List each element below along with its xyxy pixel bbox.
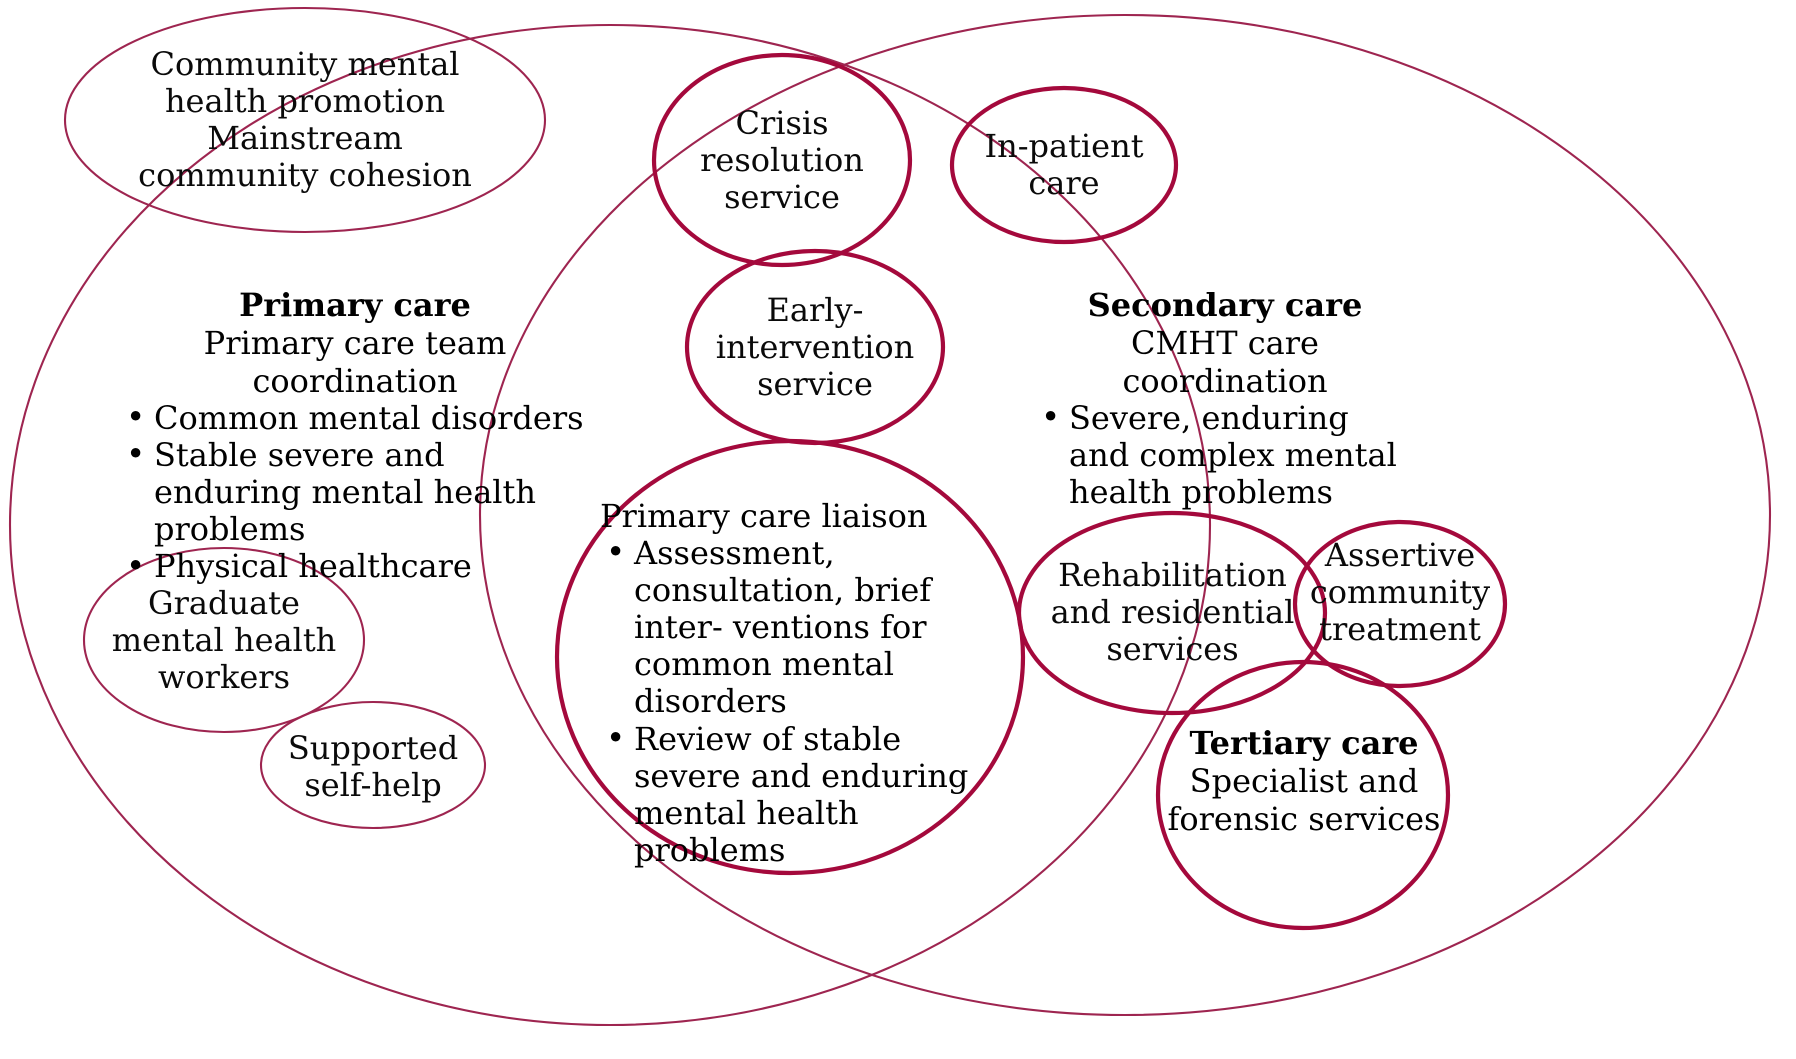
secondary-care-heading: Secondary care [1087, 286, 1363, 324]
secondary-care-bullet-list: Severe, enduring and complex mental heal… [1035, 399, 1415, 511]
tertiary-care-body: Specialist and forensic services [1167, 762, 1441, 838]
crisis-resolution-label: Crisis resolution service [700, 104, 864, 217]
assertive-community-ellipse [1292, 519, 1508, 689]
list-item: Common mental disorders [120, 399, 590, 437]
list-item: Review of stable severe and enduring men… [600, 720, 1015, 869]
primary-care-liaison-block: Primary care liaison Assessment, consult… [600, 497, 1015, 869]
graduate-workers-label: Graduate mental health workers [111, 584, 337, 697]
primary-care-liaison-heading: Primary care liaison [600, 497, 928, 535]
community-promotion-label: Community mental health promotion Mainst… [138, 45, 472, 195]
tertiary-care-ellipse [1155, 659, 1451, 931]
secondary-care-block: Secondary care CMHT care coordination Se… [1035, 286, 1415, 511]
primary-care-boundary-ellipse [8, 23, 1212, 1027]
list-item: Stable severe and enduring mental health… [120, 436, 590, 548]
primary-care-subheading: Primary care team coordination [203, 324, 507, 400]
tertiary-care-heading: Tertiary care [1189, 724, 1419, 762]
primary-care-liaison-bullet-list: Assessment, consultation, brief inter- v… [600, 534, 1015, 869]
list-item: Physical healthcare [120, 548, 590, 586]
tertiary-care-block: Tertiary care Specialist and forensic se… [1165, 724, 1443, 838]
inpatient-care-ellipse [949, 85, 1179, 245]
crisis-resolution-ellipse [651, 52, 913, 268]
assertive-community-label: Assertive community treatment [1309, 536, 1491, 649]
primary-care-bullet-list: Common mental disorders Stable severe an… [120, 399, 590, 586]
supported-self-help-label: Supported self-help [287, 729, 459, 805]
rehabilitation-label: Rehabilitation and residential services [1050, 556, 1295, 669]
inpatient-care-label: In-patient care [984, 127, 1144, 203]
list-item: Assessment, consultation, brief inter- v… [600, 534, 1015, 721]
primary-care-block: Primary care Primary care team coordinat… [120, 286, 590, 586]
supported-self-help-ellipse [259, 700, 487, 830]
primary-care-heading: Primary care [239, 286, 471, 324]
early-intervention-label: Early- intervention service [715, 291, 915, 404]
rehabilitation-ellipse [1016, 510, 1328, 716]
community-promotion-ellipse [63, 6, 547, 234]
primary-care-liaison-ellipse [554, 438, 1026, 876]
list-item: Severe, enduring and complex mental heal… [1035, 399, 1415, 511]
secondary-care-subheading: CMHT care coordination [1122, 324, 1328, 400]
